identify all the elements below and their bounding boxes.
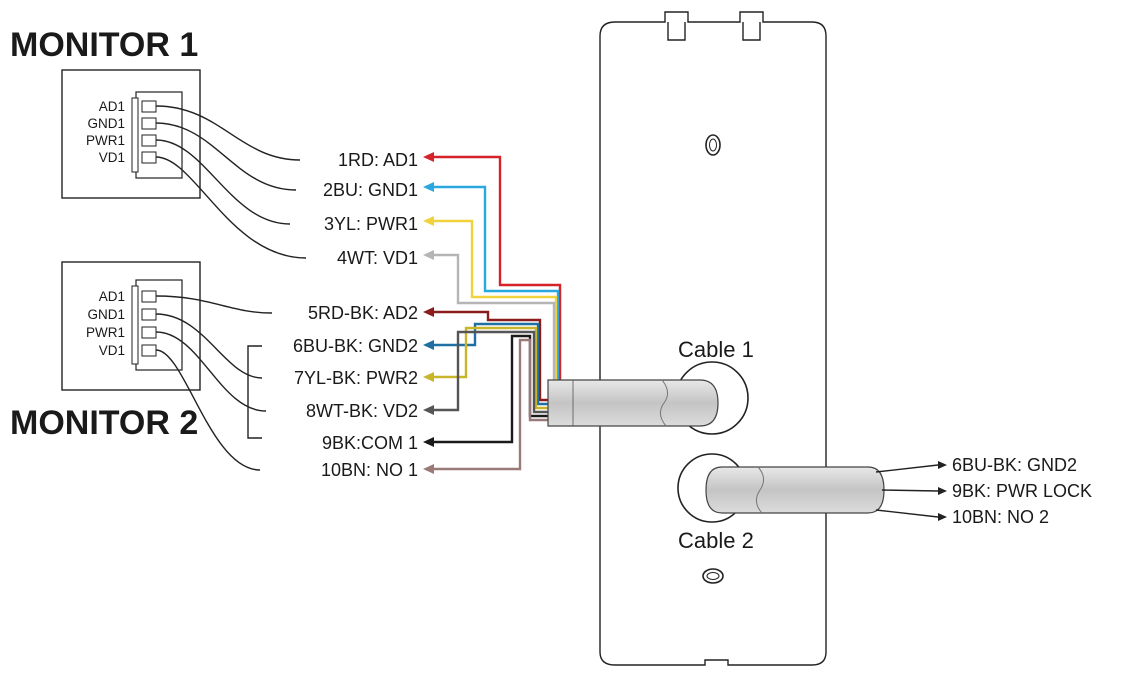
monitor1-pin-label: GND1 <box>87 116 125 131</box>
cable1-wire <box>432 310 580 402</box>
cable2-sleeve <box>705 466 885 514</box>
cable1-wire-arrow <box>423 464 434 474</box>
cable2-wire-label: 9BK: PWR LOCK <box>952 481 1092 501</box>
cable1-wire-label: 10BN: NO 1 <box>321 460 418 480</box>
monitor1-pin-label: PWR1 <box>86 133 125 148</box>
screw-hole-top-icon <box>705 134 721 156</box>
monitor2-pin-label: AD1 <box>99 289 125 304</box>
monitor1-connector <box>61 69 201 199</box>
cable1-wire <box>432 334 580 444</box>
monitor1-pin-label: AD1 <box>99 99 125 114</box>
cable1-label: Cable 1 <box>678 337 754 362</box>
cable1-wire-label: 3YL: PWR1 <box>324 214 418 234</box>
cable2-wire-label: 6BU-BK: GND2 <box>952 455 1077 475</box>
monitor2-wires <box>155 295 273 471</box>
cable1-wire-label: 7YL-BK: PWR2 <box>294 368 418 388</box>
cable1-sleeve <box>547 379 719 427</box>
screw-hole-bottom-icon <box>702 568 724 584</box>
monitor2-pin-label: VD1 <box>99 343 125 358</box>
cable1-wire-label: 2BU: GND1 <box>323 180 418 200</box>
cable1-wire <box>432 338 580 471</box>
cable1-wire-arrow <box>423 437 434 447</box>
cable1-wire-label: 5RD-BK: AD2 <box>308 303 418 323</box>
device-housing <box>599 11 827 666</box>
cable1-wire-arrow <box>423 216 434 226</box>
cable1-wire <box>432 322 580 406</box>
cable1-wire <box>432 326 580 410</box>
cable1-wire-arrow <box>423 250 434 260</box>
monitor1-pin-label: VD1 <box>99 150 125 165</box>
monitor2-connector <box>61 261 201 391</box>
cable1-wire-label: 9BK:COM 1 <box>322 433 418 453</box>
cable1-wire-label: 1RD: AD1 <box>338 150 418 170</box>
cable1-wire <box>432 185 580 390</box>
cable1-wire-label: 6BU-BK: GND2 <box>293 336 418 356</box>
cable1-wire-label: 8WT-BK: VD2 <box>306 401 418 421</box>
cable2-label: Cable 2 <box>678 528 754 553</box>
cable1-wire-arrow <box>423 152 434 162</box>
cable1-wire-arrow <box>423 182 434 192</box>
cable1-wire-arrow <box>423 340 434 350</box>
cable1-wire <box>432 330 580 414</box>
cable1-wire-arrow <box>423 372 434 382</box>
com-bracket <box>247 345 262 439</box>
cable2-wire-label: 10BN: NO 2 <box>952 507 1049 527</box>
cable1-wire-label: 4WT: VD1 <box>337 248 418 268</box>
cable1-wire-arrow <box>423 405 434 415</box>
monitor2-title: MONITOR 2 <box>10 404 198 442</box>
monitor1-wires <box>155 105 307 259</box>
cable1-wire-arrow <box>423 307 434 317</box>
monitor1-title: MONITOR 1 <box>10 26 198 64</box>
monitor2-pin-label: GND1 <box>87 307 125 322</box>
cable2-wires <box>875 461 947 521</box>
monitor2-pin-label: PWR1 <box>86 325 125 340</box>
